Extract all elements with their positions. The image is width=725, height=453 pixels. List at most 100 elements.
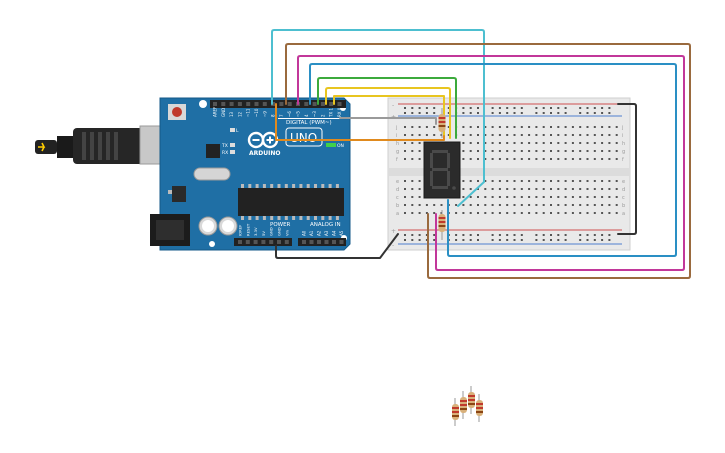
bb-hole[interactable] <box>535 204 538 206</box>
digital-pin[interactable] <box>254 102 259 106</box>
bb-hole[interactable] <box>418 126 421 128</box>
reset-button-cap[interactable] <box>172 107 182 117</box>
bb-hole[interactable] <box>462 158 465 160</box>
bb-hole[interactable] <box>491 188 494 190</box>
bb-hole[interactable] <box>433 126 436 128</box>
bb-hole[interactable] <box>506 126 509 128</box>
bb-hole[interactable] <box>550 134 552 136</box>
bb-hole[interactable] <box>433 134 436 136</box>
bb-hole[interactable] <box>469 134 472 136</box>
bb-hole[interactable] <box>484 142 487 144</box>
bb-hole[interactable] <box>484 126 487 128</box>
bb-hole[interactable] <box>564 196 567 198</box>
analog-pin[interactable] <box>302 240 306 244</box>
bb-hole[interactable] <box>498 142 501 144</box>
loose-resistor[interactable] <box>452 398 459 426</box>
bb-hole[interactable] <box>418 204 421 206</box>
bb-hole[interactable] <box>601 134 604 136</box>
loose-resistor[interactable] <box>460 391 467 419</box>
bb-hole[interactable] <box>615 188 618 190</box>
bb-hole[interactable] <box>411 204 414 206</box>
bb-hole[interactable] <box>579 196 582 198</box>
bb-hole[interactable] <box>484 158 487 160</box>
bb-hole[interactable] <box>550 126 552 128</box>
bb-hole[interactable] <box>491 150 494 152</box>
digital-pin[interactable] <box>320 102 325 106</box>
bb-hole[interactable] <box>462 212 465 214</box>
power-pin[interactable] <box>238 240 242 244</box>
loose-resistor[interactable] <box>468 386 475 414</box>
bb-hole[interactable] <box>484 180 487 182</box>
bb-hole[interactable] <box>411 196 414 198</box>
bb-hole[interactable] <box>586 196 589 198</box>
digital-pin[interactable] <box>213 102 217 106</box>
bb-hole[interactable] <box>593 150 596 152</box>
power-pin[interactable] <box>269 240 274 244</box>
bb-hole[interactable] <box>455 204 458 206</box>
bb-hole[interactable] <box>550 212 552 214</box>
bb-hole[interactable] <box>542 188 545 190</box>
bb-hole[interactable] <box>520 126 523 128</box>
bb-hole[interactable] <box>462 142 465 144</box>
bb-hole[interactable] <box>469 196 472 198</box>
bb-hole[interactable] <box>484 204 487 206</box>
bb-hole[interactable] <box>418 180 421 182</box>
digital-pin[interactable] <box>312 102 317 106</box>
bb-hole[interactable] <box>571 134 574 136</box>
bb-hole[interactable] <box>601 126 604 128</box>
bb-hole[interactable] <box>491 212 494 214</box>
bb-hole[interactable] <box>571 180 574 182</box>
bb-hole[interactable] <box>586 150 589 152</box>
bb-hole[interactable] <box>477 204 479 206</box>
bb-hole[interactable] <box>564 204 567 206</box>
bb-hole[interactable] <box>520 142 523 144</box>
bb-hole[interactable] <box>564 180 567 182</box>
bb-hole[interactable] <box>433 212 436 214</box>
bb-hole[interactable] <box>404 180 406 182</box>
bb-hole[interactable] <box>535 134 538 136</box>
digital-pin[interactable] <box>287 102 292 106</box>
bb-hole[interactable] <box>586 158 589 160</box>
bb-hole[interactable] <box>418 158 421 160</box>
bb-hole[interactable] <box>477 142 479 144</box>
analog-pin[interactable] <box>324 240 329 244</box>
bb-hole[interactable] <box>513 158 516 160</box>
bb-hole[interactable] <box>469 212 472 214</box>
bb-hole[interactable] <box>528 196 531 198</box>
bb-hole[interactable] <box>418 134 421 136</box>
bb-hole[interactable] <box>571 204 574 206</box>
bb-hole[interactable] <box>579 204 582 206</box>
bb-hole[interactable] <box>498 158 501 160</box>
bb-hole[interactable] <box>411 134 414 136</box>
bb-hole[interactable] <box>593 158 596 160</box>
bb-hole[interactable] <box>491 196 494 198</box>
bb-hole[interactable] <box>498 150 501 152</box>
bb-hole[interactable] <box>484 150 487 152</box>
bb-hole[interactable] <box>564 150 567 152</box>
bb-hole[interactable] <box>404 134 406 136</box>
bb-hole[interactable] <box>615 142 618 144</box>
bb-hole[interactable] <box>506 196 509 198</box>
bb-hole[interactable] <box>513 188 516 190</box>
bb-hole[interactable] <box>477 196 479 198</box>
bb-hole[interactable] <box>557 188 560 190</box>
bb-hole[interactable] <box>601 188 604 190</box>
bb-hole[interactable] <box>520 212 523 214</box>
bb-hole[interactable] <box>484 196 487 198</box>
bb-hole[interactable] <box>513 212 516 214</box>
analog-pin[interactable] <box>317 240 321 244</box>
bb-hole[interactable] <box>506 212 509 214</box>
bb-hole[interactable] <box>535 126 538 128</box>
bb-hole[interactable] <box>469 126 472 128</box>
bb-hole[interactable] <box>506 134 509 136</box>
bb-hole[interactable] <box>411 150 414 152</box>
bb-hole[interactable] <box>520 204 523 206</box>
bb-hole[interactable] <box>498 134 501 136</box>
bb-hole[interactable] <box>447 134 450 136</box>
bb-hole[interactable] <box>564 126 567 128</box>
bb-hole[interactable] <box>557 196 560 198</box>
bb-hole[interactable] <box>491 180 494 182</box>
bb-hole[interactable] <box>513 126 516 128</box>
bb-hole[interactable] <box>513 196 516 198</box>
bb-hole[interactable] <box>557 142 560 144</box>
